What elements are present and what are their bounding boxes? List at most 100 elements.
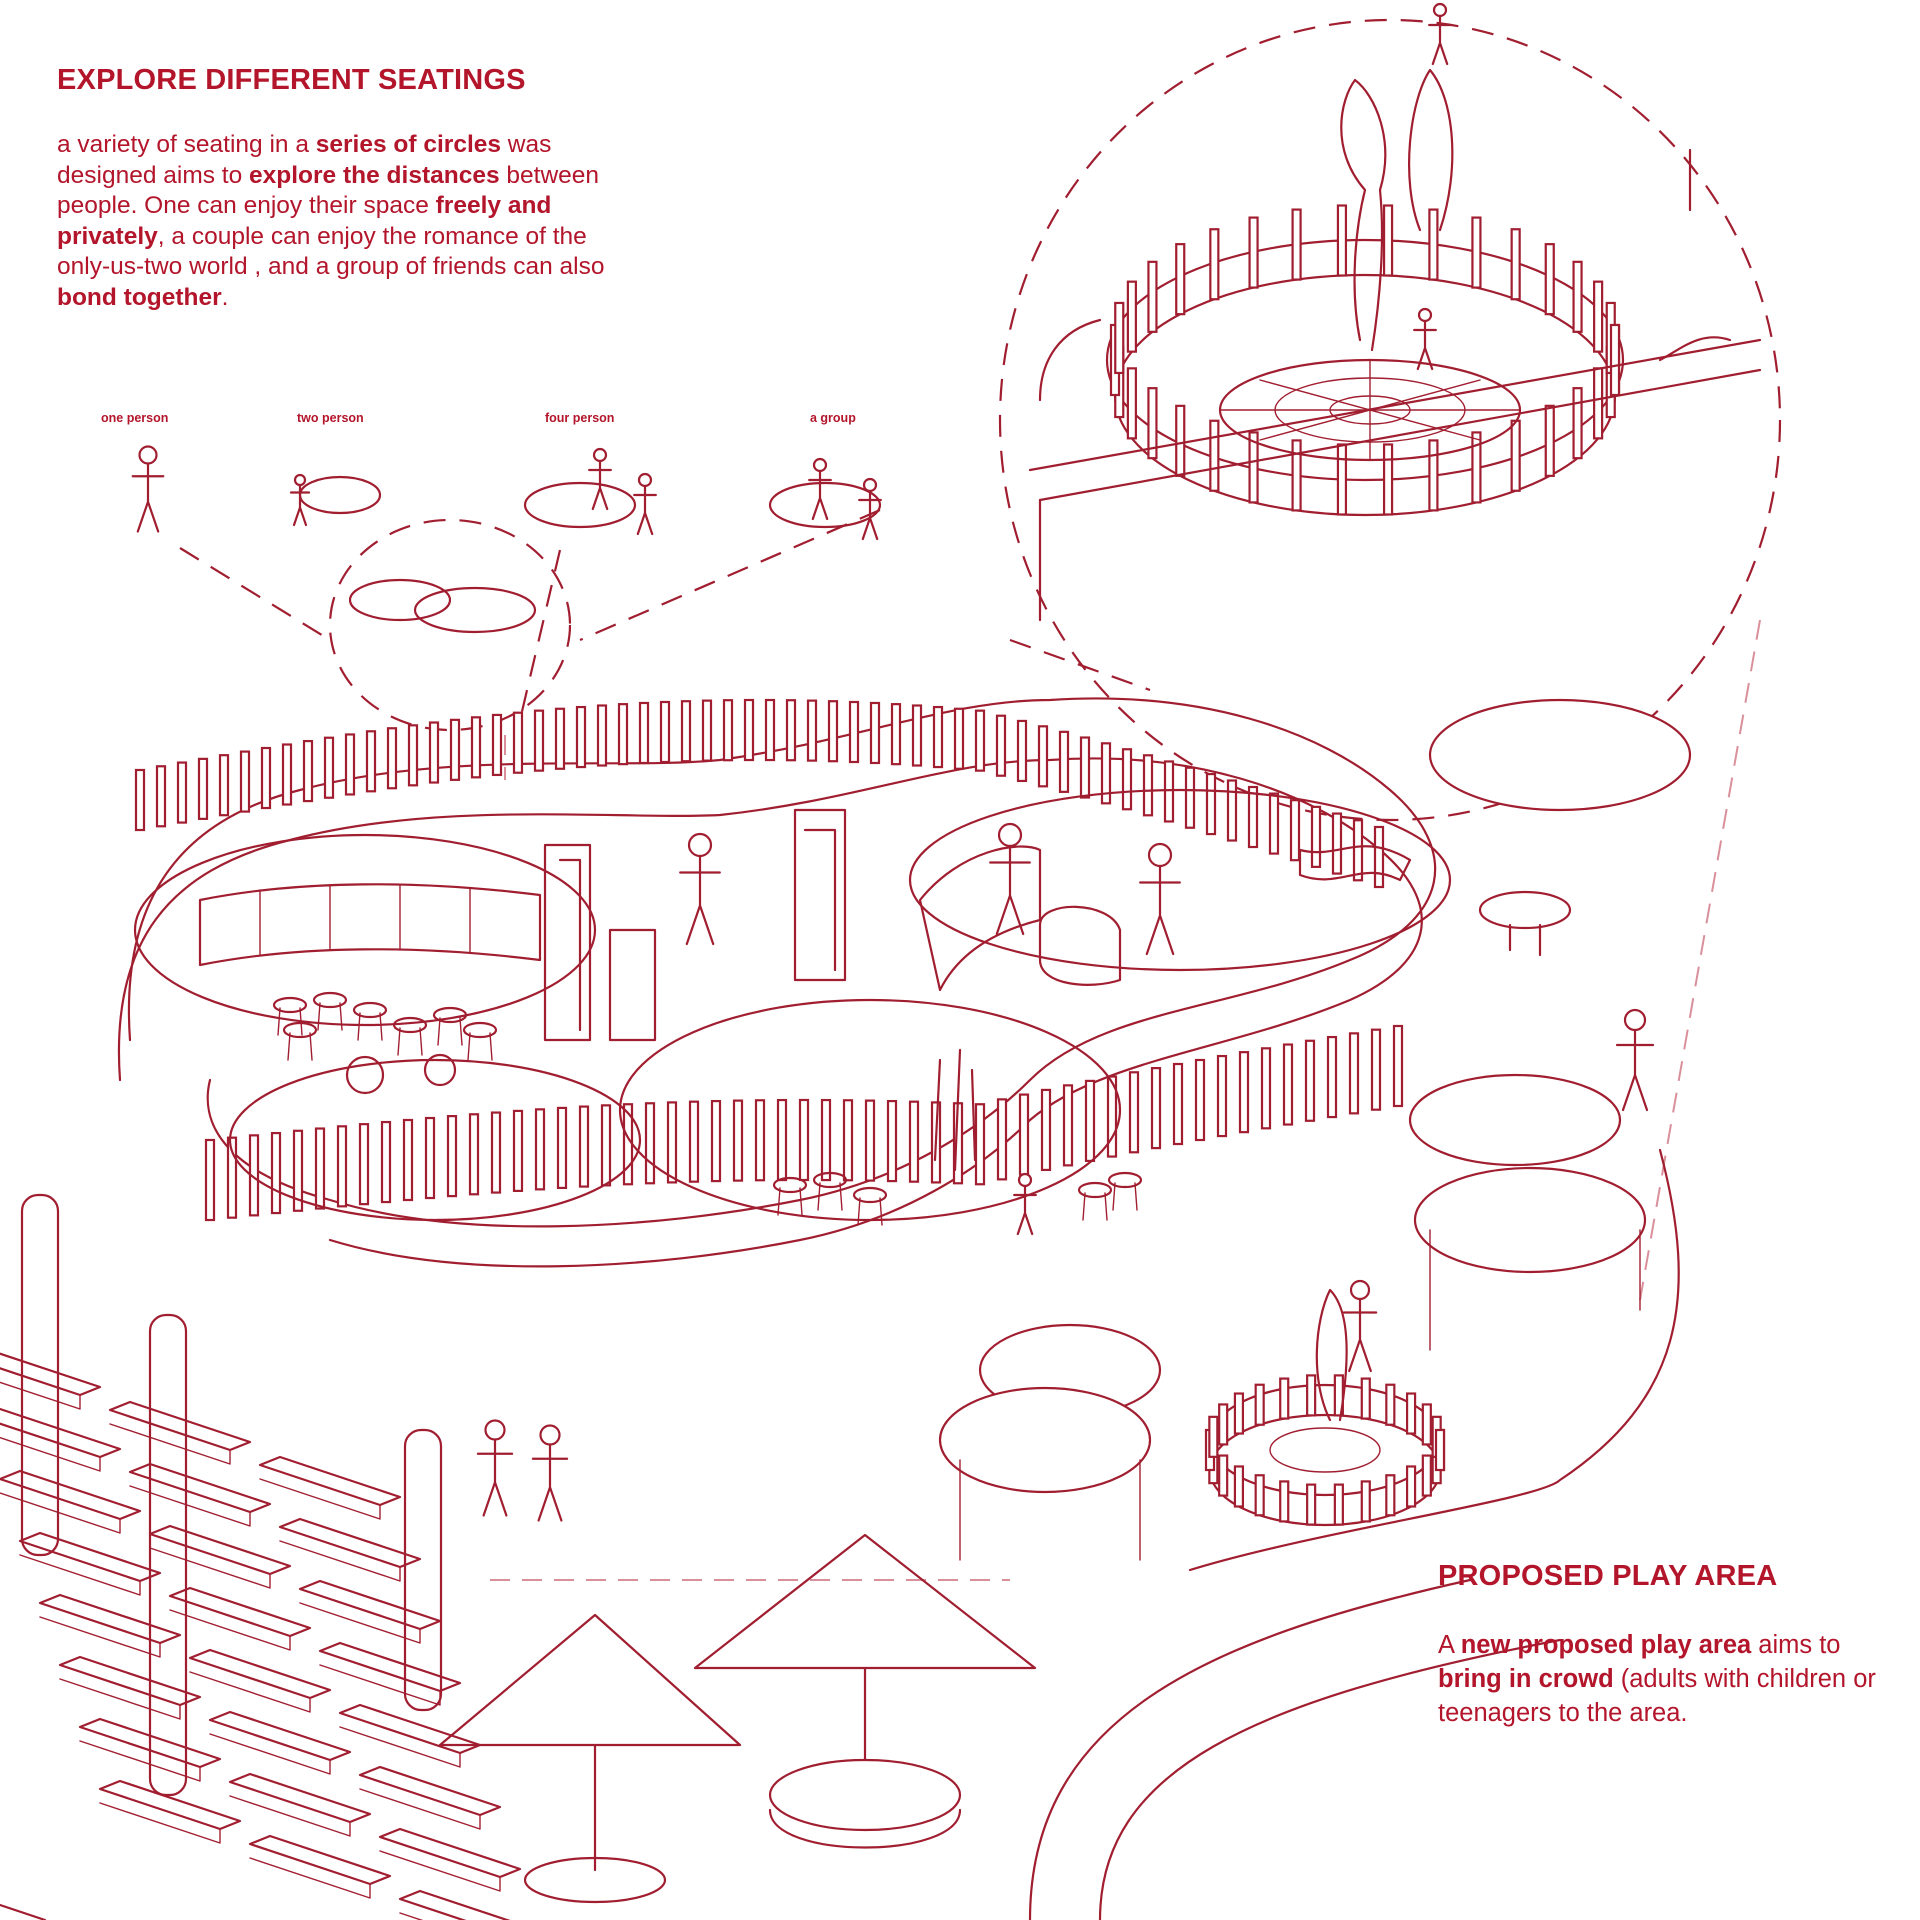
bench — [108, 1400, 252, 1452]
bench-edge — [99, 1802, 221, 1844]
fence-post — [512, 711, 524, 774]
person-body — [1342, 1297, 1378, 1373]
person-head — [1017, 1172, 1033, 1188]
fence-post — [1382, 443, 1394, 516]
bench-edge — [379, 1850, 501, 1892]
fence-post — [1254, 1383, 1265, 1426]
bench — [148, 1524, 292, 1576]
fence-post — [1352, 819, 1364, 882]
bench-edge — [149, 1547, 271, 1589]
seatings-heading: EXPLORE DIFFERENT SEATINGS — [57, 64, 526, 96]
bench-edge — [299, 1602, 421, 1644]
person-head — [1432, 2, 1448, 18]
fence-post — [1360, 1377, 1371, 1420]
fence-post — [1150, 1067, 1162, 1150]
person-body — [989, 844, 1031, 936]
fence-post — [996, 1098, 1008, 1181]
bench — [248, 1834, 392, 1886]
fence-post — [336, 1125, 348, 1208]
seatings-description: a variety of seating in a series of circ… — [57, 130, 617, 313]
fence-post — [806, 699, 818, 762]
fence-post — [908, 1100, 920, 1183]
fence-post — [470, 716, 482, 779]
bench-edge — [109, 1423, 231, 1465]
fence-post — [953, 707, 965, 770]
fence-post — [974, 1103, 986, 1186]
fence-post — [1106, 1075, 1118, 1158]
stool-legs — [317, 1002, 343, 1031]
bench-edge — [19, 1554, 141, 1596]
fence-post — [1310, 805, 1322, 868]
fence-posts-main — [134, 698, 1404, 1222]
bench — [378, 1827, 522, 1879]
fence-post — [1247, 785, 1259, 849]
stool-legs — [1112, 1182, 1138, 1211]
stool — [852, 1186, 888, 1204]
stool — [312, 991, 348, 1009]
person-body — [1428, 14, 1452, 66]
detail-circle-callout — [998, 18, 1782, 1301]
fence-post — [1510, 419, 1521, 492]
stool — [462, 1021, 498, 1039]
fence-post — [659, 700, 671, 764]
bench-edge — [249, 1857, 371, 1899]
person-head — [997, 822, 1023, 848]
stool-legs — [437, 1017, 463, 1046]
fence-post — [722, 699, 734, 762]
fence-post — [1163, 760, 1175, 823]
fence-post — [1084, 1079, 1096, 1163]
bench — [298, 1579, 442, 1631]
fence-post — [886, 1099, 898, 1183]
emphasis-text: bring in crowd — [1438, 1665, 1614, 1693]
fence-post — [688, 1100, 700, 1183]
fence-post — [1254, 1474, 1265, 1517]
fence-post — [512, 1109, 524, 1193]
fence-post — [1194, 1058, 1206, 1142]
person-body — [476, 1438, 514, 1517]
fence-post — [864, 1099, 876, 1182]
fence-post — [1370, 1028, 1382, 1111]
stool-legs — [397, 1027, 423, 1056]
body-text: A — [1438, 1631, 1461, 1659]
stool-legs — [467, 1032, 493, 1061]
bench — [208, 1710, 352, 1762]
fence-post — [932, 705, 944, 769]
bench-edge — [359, 1788, 481, 1830]
person-head — [812, 457, 828, 473]
fence-post — [1593, 280, 1604, 353]
bench — [128, 1462, 272, 1514]
person-body — [858, 489, 882, 541]
fence-post — [1268, 792, 1280, 855]
fence-post — [1175, 243, 1186, 316]
fence-post — [1100, 742, 1112, 805]
fence-post — [407, 724, 419, 787]
bench — [258, 1455, 402, 1507]
fence-post — [1147, 260, 1158, 333]
main-enclosure — [117, 697, 1452, 1268]
body-text: between people. One can enjoy their spac… — [57, 161, 600, 220]
bench-edge — [39, 1616, 161, 1658]
fence-post — [239, 750, 251, 813]
person-head — [592, 447, 608, 463]
fence-post — [848, 700, 860, 764]
fence-post — [446, 1115, 458, 1198]
fence-post — [533, 709, 545, 772]
fence-post — [890, 703, 902, 766]
body-text: a variety of seating in a — [57, 131, 316, 158]
bench — [98, 1779, 242, 1831]
bench — [38, 1593, 182, 1645]
fence-post — [1233, 1465, 1245, 1508]
fence-post — [1079, 736, 1091, 799]
fence-post — [1572, 387, 1583, 460]
fence-post — [1062, 1084, 1074, 1167]
fence-post — [386, 727, 398, 790]
seating-label-two-person: two person — [297, 411, 364, 425]
fence-post — [314, 1127, 326, 1210]
bench-edge — [259, 1478, 381, 1520]
fence-post — [974, 709, 986, 772]
fence-post — [176, 761, 188, 824]
fence-post — [554, 707, 566, 770]
bench-edge — [79, 1740, 201, 1782]
bench-edge — [339, 1726, 461, 1768]
